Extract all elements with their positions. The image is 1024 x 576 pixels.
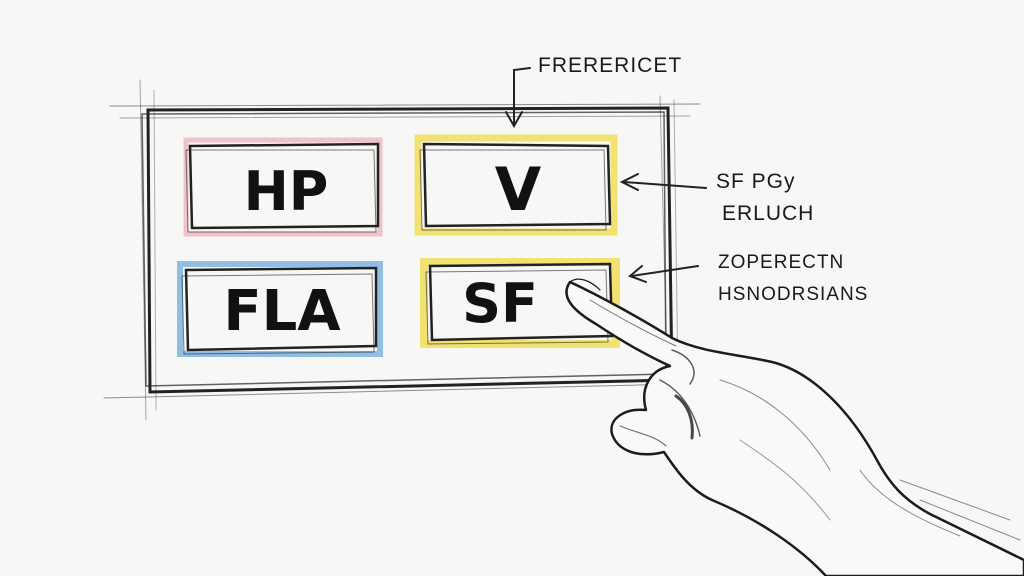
control-panel-frame [103,79,701,421]
button-hp-outline [183,137,383,237]
annotation-right-top-line-2: ERLUCH [722,202,815,225]
annotation-right-bottom-line-1: ZOPERECTN [718,252,845,273]
button-v-label[interactable]: V [494,155,542,225]
button-sf-outline [420,258,620,348]
button-sf-label[interactable]: SF [462,272,538,335]
button-fla-label[interactable]: FLA [223,279,341,344]
top-arrow [505,67,531,129]
annotation-right-bottom-line-2: HSNODRSIANS [718,284,869,305]
annotation-right-top-line-1: SF PGy [716,170,796,193]
button-v-outline [414,134,618,236]
button-hp-label[interactable]: HP [243,160,329,223]
arrow-to-sf [628,265,699,283]
button-fla-outline [177,261,383,357]
hand-pointer-illustration [565,278,1024,576]
arrow-to-v [619,173,707,191]
annotation-top: FRERERICET [538,54,683,77]
